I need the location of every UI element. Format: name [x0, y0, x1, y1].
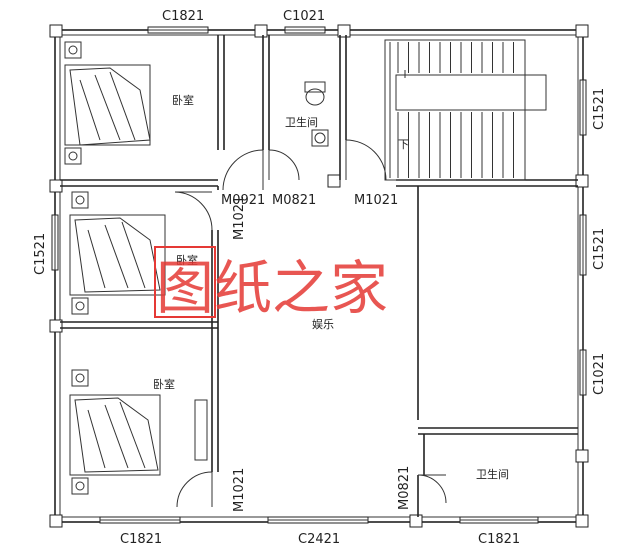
- column: [49, 514, 63, 528]
- door-code-m1021-mid: M1021: [232, 196, 247, 240]
- door-code-m1021-bottom: M1021: [232, 468, 247, 512]
- washbasin: [311, 129, 329, 147]
- room-label-bedroom-mid: 卧室: [176, 253, 198, 267]
- bed-bottom: [69, 369, 208, 495]
- window-code-left: C1521: [33, 233, 48, 275]
- column: [575, 514, 589, 528]
- room-label-entertainment: 娱乐: [312, 317, 334, 331]
- window-code-right-mid: C1521: [592, 228, 607, 270]
- stair-down-label: 下: [398, 138, 409, 151]
- wardrobe: [194, 399, 208, 461]
- bed-top: [64, 41, 151, 165]
- toilet: [304, 81, 326, 106]
- watermark: 图纸之家: [156, 254, 388, 322]
- door-code-m0821-top: M0821: [272, 193, 316, 208]
- column: [575, 24, 589, 38]
- room-label-bathroom-top: 卫生间: [285, 115, 318, 129]
- door-swings: [174, 139, 447, 508]
- column: [337, 24, 351, 38]
- room-label-bedroom-top: 卧室: [172, 93, 194, 107]
- window-code-bottom-left: C1821: [120, 532, 162, 547]
- column: [327, 174, 341, 188]
- column: [254, 24, 268, 38]
- bed-mid: [69, 191, 166, 315]
- door-code-m0821-bottom: M0821: [397, 466, 412, 510]
- watermark-box: [154, 246, 216, 318]
- room-label-bedroom-bottom: 卧室: [153, 377, 175, 391]
- column: [49, 319, 63, 333]
- window-code-right-top: C1521: [592, 88, 607, 130]
- column: [49, 24, 63, 38]
- room-label-bathroom-bottom: 卫生间: [476, 467, 509, 481]
- column: [575, 174, 589, 188]
- column: [575, 449, 589, 463]
- window-code-top-mid: C1021: [283, 9, 325, 24]
- window-code-right-low: C1021: [592, 353, 607, 395]
- stair-treads: [397, 42, 514, 178]
- window-code-bottom-right: C1821: [478, 532, 520, 547]
- door-code-m0921: M0921: [221, 193, 265, 208]
- staircase: [384, 39, 547, 181]
- column: [409, 514, 423, 528]
- window-code-bottom-mid: C2421: [298, 532, 340, 547]
- window-code-top-left: C1821: [162, 9, 204, 24]
- door-code-m1021-top: M1021: [354, 193, 398, 208]
